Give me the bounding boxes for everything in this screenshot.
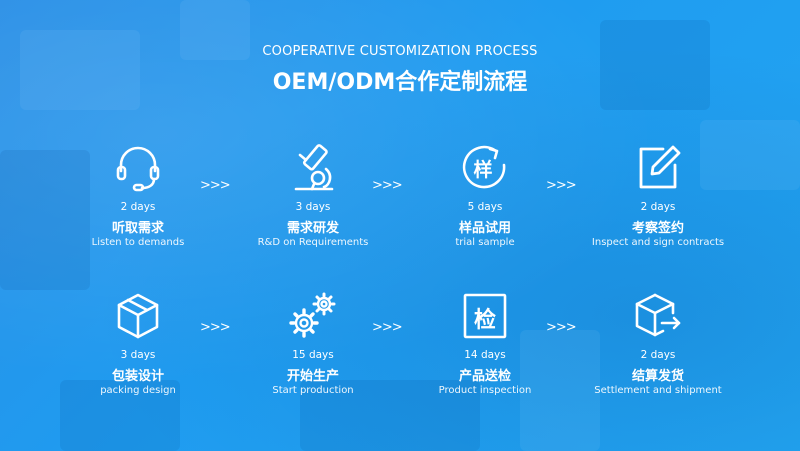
step-days: 3 days xyxy=(295,201,331,213)
gears-icon xyxy=(288,291,338,341)
step-days: 15 days xyxy=(292,349,334,361)
step-subtitle: packing design xyxy=(100,385,176,396)
step-title: 包装设计 xyxy=(111,369,164,384)
step-days: 2 days xyxy=(120,201,156,213)
step-days: 2 days xyxy=(640,349,676,361)
step-title: 考察签约 xyxy=(631,221,684,236)
edit-icon xyxy=(633,143,683,193)
headset-icon xyxy=(113,143,163,193)
microscope-icon xyxy=(288,143,338,193)
step-days: 2 days xyxy=(640,201,676,213)
step-title: 需求研发 xyxy=(286,221,339,236)
arrow-separator: >>> xyxy=(200,178,231,193)
arrow-separator: >>> xyxy=(546,178,577,193)
step-subtitle: trial sample xyxy=(455,237,515,248)
sample-icon: 样 xyxy=(460,143,510,193)
step-title: 样品试用 xyxy=(458,221,511,236)
step-subtitle: Inspect and sign contracts xyxy=(591,237,725,248)
page-title: OEM/ODM合作定制流程 xyxy=(272,70,528,95)
step-subtitle: Start production xyxy=(272,385,354,396)
step-days: 14 days xyxy=(464,349,506,361)
box-icon xyxy=(113,291,163,341)
arrow-separator: >>> xyxy=(200,320,231,335)
sample-glyph: 样 xyxy=(473,159,493,181)
subtitle: COOPERATIVE CUSTOMIZATION PROCESS xyxy=(262,44,538,59)
arrow-separator: >>> xyxy=(546,320,577,335)
step-days: 3 days xyxy=(120,349,156,361)
arrow-separator: >>> xyxy=(372,320,403,335)
step-title: 产品送检 xyxy=(458,369,511,384)
step-days: 5 days xyxy=(467,201,503,213)
step-subtitle: R&D on Requirements xyxy=(257,237,369,248)
step-subtitle: Listen to demands xyxy=(91,237,185,248)
inspection-glyph: 检 xyxy=(473,308,496,333)
step-subtitle: Settlement and shipment xyxy=(594,385,722,396)
step-title: 结算发货 xyxy=(631,369,684,384)
step-title: 开始生产 xyxy=(286,369,339,384)
step-subtitle: Product inspection xyxy=(438,385,532,396)
arrow-separator: >>> xyxy=(372,178,403,193)
shipment-icon xyxy=(633,291,683,341)
inspection-icon: 检 xyxy=(460,291,510,341)
step-title: 听取需求 xyxy=(111,221,164,236)
